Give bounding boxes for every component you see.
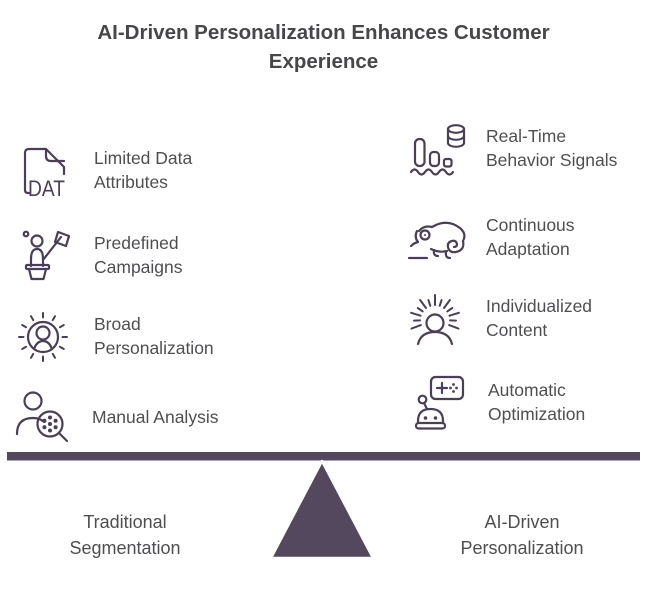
chameleon-icon bbox=[404, 206, 466, 268]
list-item-broad-personalization: Broad Personalization bbox=[12, 305, 294, 367]
item-label: Manual Analysis bbox=[92, 407, 219, 427]
list-item-predefined-campaigns: Predefined Campaigns bbox=[12, 224, 294, 286]
item-label: Broad Personalization bbox=[94, 314, 214, 358]
right-side-label: AI-Driven Personalization bbox=[460, 512, 584, 558]
list-item-individualized-content: Individualized Content bbox=[404, 287, 647, 349]
item-label: Continuous Adaptation bbox=[486, 215, 575, 259]
robot-controller-icon bbox=[406, 371, 468, 433]
item-label: Automatic Optimization bbox=[488, 380, 586, 424]
manual-analysis-icon bbox=[10, 386, 72, 448]
realtime-signals-icon bbox=[404, 117, 466, 179]
item-label: Limited Data Attributes bbox=[94, 148, 193, 192]
list-item-realtime-signals: Real-Time Behavior Signals bbox=[404, 117, 647, 179]
item-label: Individualized Content bbox=[486, 296, 593, 340]
list-item-limited-data: DAT Limited Data Attributes bbox=[12, 139, 294, 201]
campaign-flag-icon bbox=[12, 224, 74, 286]
item-label: Predefined Campaigns bbox=[94, 233, 183, 277]
fulcrum-triangle bbox=[269, 459, 375, 560]
svg-text:DAT: DAT bbox=[28, 176, 65, 201]
individualized-content-icon bbox=[404, 287, 466, 349]
list-item-manual-analysis: Manual Analysis bbox=[10, 386, 292, 448]
broad-personalization-icon bbox=[12, 305, 74, 367]
list-item-automatic-optimization: Automatic Optimization bbox=[406, 371, 647, 433]
balance-beam bbox=[5, 450, 642, 463]
data-file-icon: DAT bbox=[12, 139, 74, 201]
page-title: AI-Driven Personalization Enhances Custo… bbox=[97, 21, 550, 73]
item-label: Real-Time Behavior Signals bbox=[486, 126, 618, 170]
list-item-continuous-adaptation: Continuous Adaptation bbox=[404, 206, 647, 268]
balance-scale bbox=[5, 450, 642, 560]
left-side-label: Traditional Segmentation bbox=[69, 512, 181, 558]
